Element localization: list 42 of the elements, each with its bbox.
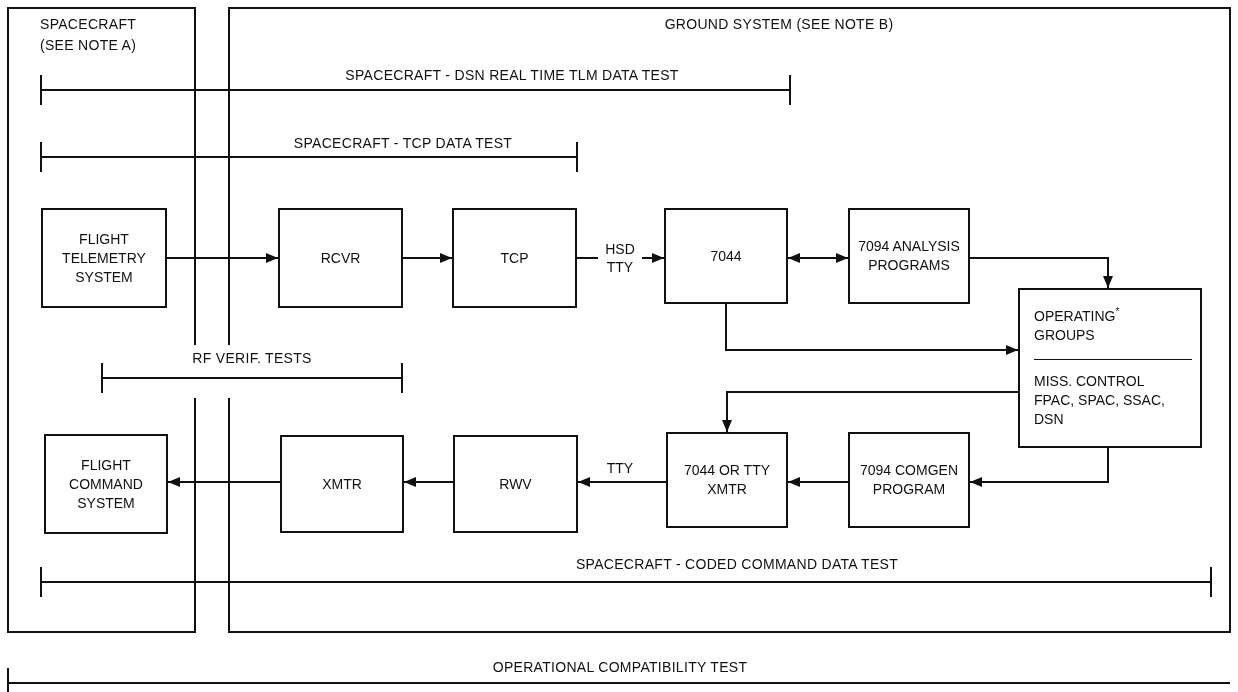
arrow	[577, 477, 667, 487]
region-heading: GROUND SYSTEM (SEE NOTE B)	[663, 15, 895, 34]
process-box	[44, 434, 168, 534]
box-label: FLIGHT TELEMETRY SYSTEM	[61, 229, 147, 287]
process-box	[280, 435, 404, 533]
box-label: 7094 ANALYSIS PROGRAMS	[857, 237, 961, 275]
bracket-label: SPACECRAFT - CODED COMMAND DATA TEST	[575, 555, 899, 573]
arrow	[403, 477, 454, 487]
arrow	[725, 303, 1019, 355]
process-box	[848, 432, 970, 528]
box-label: 7044	[709, 246, 743, 266]
box-label: MISS. CONTROL FPAC, SPAC, SSAC, DSN	[1034, 371, 1166, 429]
process-box	[666, 432, 788, 528]
arrow	[787, 253, 849, 263]
box-label: RWV	[498, 474, 533, 494]
bracket-label: OPERATIONAL COMPATIBILITY TEST	[492, 658, 748, 676]
box-label: TCP	[499, 248, 530, 268]
arrow	[722, 391, 1019, 433]
arrow	[167, 477, 281, 487]
process-box	[453, 435, 578, 533]
arrow	[166, 253, 279, 263]
arrow	[787, 477, 849, 487]
box-label: XMTR	[321, 474, 363, 494]
box-heading: OPERATING$^{*}$ GROUPS	[1034, 305, 1121, 345]
system-region	[8, 8, 195, 632]
region-heading: SPACECRAFT (SEE NOTE A)	[40, 15, 138, 55]
box-label: RCVR	[319, 248, 362, 268]
process-box	[452, 208, 577, 308]
process-box	[664, 208, 788, 304]
box-label: 7094 COMGEN PROGRAM	[858, 461, 959, 499]
process-box	[848, 208, 970, 304]
box-label: FLIGHT COMMAND SYSTEM	[68, 455, 144, 513]
process-box	[1018, 288, 1202, 448]
arrow	[969, 447, 1109, 487]
arrow	[402, 253, 453, 263]
bracket-label: SPACECRAFT - DSN REAL TIME TLM DATA TEST	[345, 66, 679, 84]
bracket-label: RF VERIF. TESTS	[192, 349, 312, 367]
arrow	[969, 257, 1113, 289]
bracket-label: SPACECRAFT - TCP DATA TEST	[293, 134, 513, 152]
process-box	[278, 208, 403, 308]
process-box	[41, 208, 167, 308]
box-label: 7044 OR TTY XMTR	[682, 461, 772, 499]
